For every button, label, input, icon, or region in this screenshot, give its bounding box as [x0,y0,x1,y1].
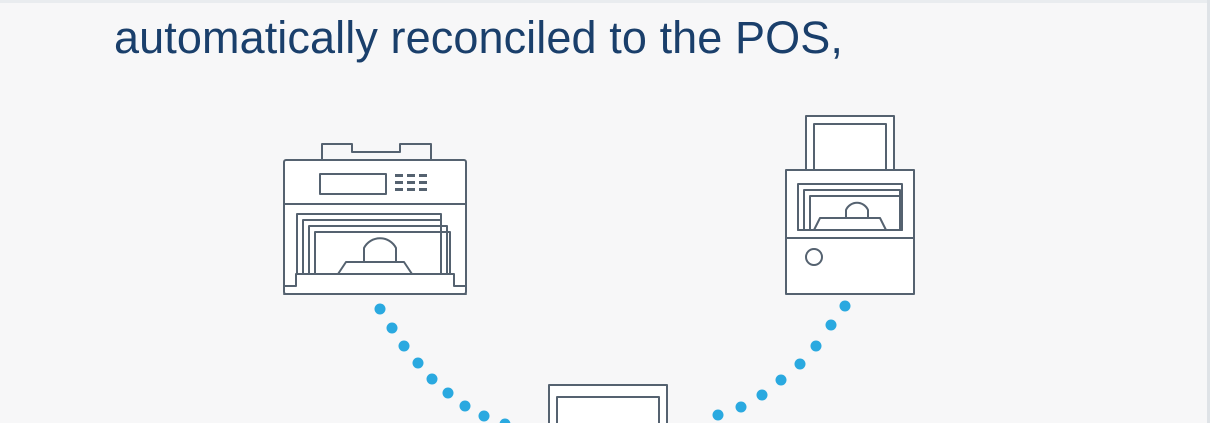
right-edge-border [1207,0,1210,423]
currency-counter-icon [283,143,467,295]
right-dotted-connector [712,300,851,421]
top-divider [0,0,1210,3]
slide-headline: automatically reconciled to the POS, [114,12,843,63]
smart-safe-icon [785,115,915,295]
pos-terminal-icon [548,384,668,423]
left-dotted-connector [374,303,511,423]
